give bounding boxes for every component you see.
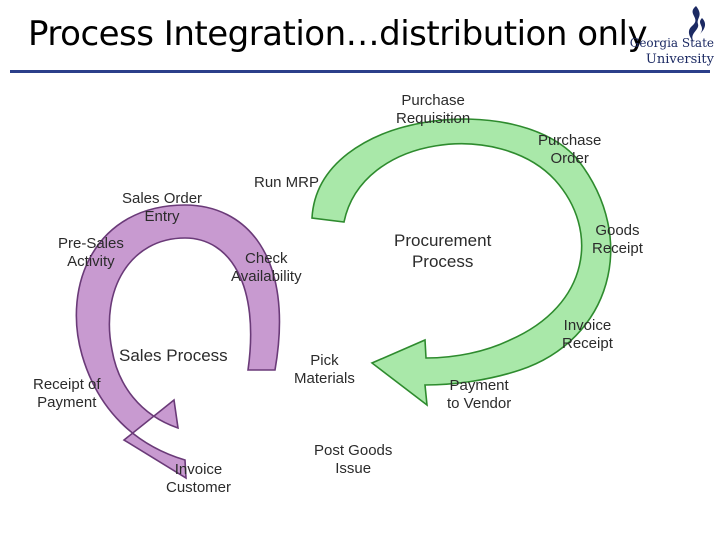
logo-line-2: University [645,52,714,67]
step-purchase-order: Purchase Order [538,132,602,167]
step-post-goods-issue: Post Goods Issue [314,442,393,477]
step-sales-order-entry: Sales Order Entry [122,190,203,225]
title-underline [10,70,710,73]
step-purchase-requisition: Purchase Requisition [396,92,471,127]
step-pick-materials: Pick Materials [294,352,355,387]
university-logo: Georgia State University [612,2,720,72]
step-check-availability: Check Availability [231,250,302,285]
sales-process-label: Sales Process [119,346,228,365]
sales-cycle-arrow [75,204,281,480]
step-pre-sales-activity: Pre-Sales Activity [58,235,124,270]
step-invoice-receipt: Invoice Receipt [562,317,613,352]
procurement-cycle-arrow [311,118,612,407]
step-invoice-customer: Invoice Customer [166,461,232,496]
step-receipt-of-payment: Receipt of Payment [33,376,101,411]
procurement-process-label: Procurement Process [394,231,492,271]
slide-title: Process Integration…distribution only [28,14,648,54]
step-goods-receipt: Goods Receipt [592,222,643,257]
flame-icon [688,6,706,42]
logo-line-1: Georgia State [629,36,714,50]
step-run-mrp: Run MRP [254,174,320,191]
step-payment-to-vendor: Payment to Vendor [447,377,512,412]
